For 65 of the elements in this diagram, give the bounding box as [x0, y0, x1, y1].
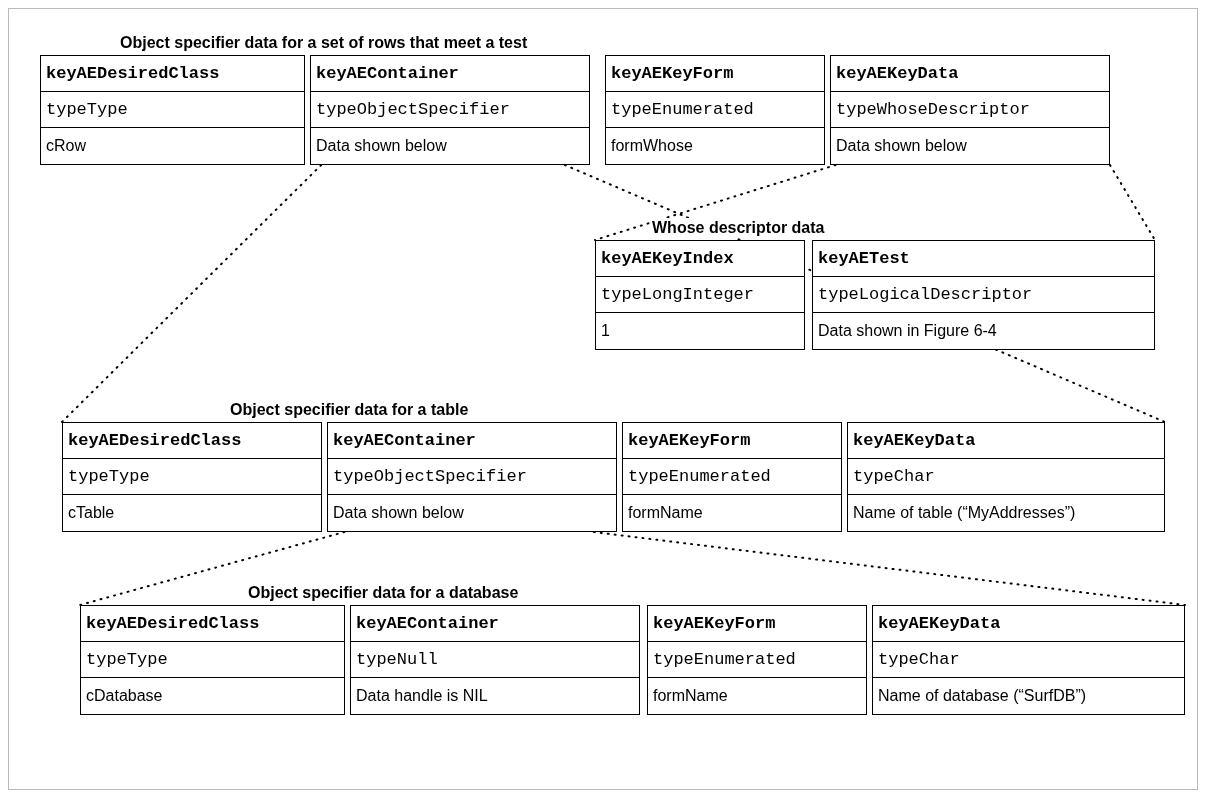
type-cell: typeType	[63, 459, 321, 495]
data-cell-text: Name of table (“MyAddresses”)	[852, 503, 1077, 523]
data-cell-text: formName	[652, 686, 729, 706]
data-cell-text: formWhose	[610, 136, 694, 156]
data-cell-text: Data handle is NIL	[355, 686, 489, 706]
type-cell: typeChar	[848, 459, 1164, 495]
type-cell: typeEnumerated	[648, 642, 866, 678]
type-cell: typeObjectSpecifier	[311, 92, 589, 128]
data-cell-text: cDatabase	[85, 686, 164, 706]
table-column	[647, 605, 867, 715]
key-cell: keyAEKeyForm	[623, 423, 841, 459]
table-column	[847, 422, 1165, 532]
type-cell: typeType	[81, 642, 344, 678]
data-cell-text: Data shown below	[332, 503, 465, 523]
key-cell: keyAEKeyData	[831, 56, 1109, 92]
table-column	[595, 240, 805, 350]
key-cell: keyAEKeyData	[848, 423, 1164, 459]
type-cell: typeLongInteger	[596, 277, 804, 313]
data-cell-text: cRow	[45, 136, 87, 156]
table-heading: Object specifier data for a database	[246, 583, 521, 603]
data-cell-text: 1	[600, 321, 611, 341]
table-column	[830, 55, 1110, 165]
key-cell: keyAEKeyForm	[606, 56, 824, 92]
key-cell: keyAEContainer	[328, 423, 616, 459]
key-cell: keyAEKeyData	[873, 606, 1184, 642]
table-column	[327, 422, 617, 532]
key-cell: keyAETest	[813, 241, 1154, 277]
table-heading: Object specifier data for a set of rows that meet a test	[118, 33, 530, 53]
key-cell: keyAEDesiredClass	[41, 56, 304, 92]
type-cell: typeType	[41, 92, 304, 128]
table-column	[872, 605, 1185, 715]
type-cell: typeLogicalDescriptor	[813, 277, 1154, 313]
dotted-leader-line	[592, 531, 1186, 606]
table-column	[350, 605, 640, 715]
type-cell: typeObjectSpecifier	[328, 459, 616, 495]
table-column	[605, 55, 825, 165]
dotted-leader-line	[61, 164, 323, 423]
table-column	[40, 55, 305, 165]
table-heading: Whose descriptor data	[650, 218, 827, 238]
table-column	[62, 422, 322, 532]
data-cell-text: Data shown below	[315, 136, 448, 156]
dotted-leader-line	[79, 531, 346, 606]
table-column	[80, 605, 345, 715]
key-cell: keyAEContainer	[311, 56, 589, 92]
type-cell: typeChar	[873, 642, 1184, 678]
data-cell-text: Data shown in Figure 6-4	[817, 321, 998, 341]
key-cell: keyAEContainer	[351, 606, 639, 642]
key-cell: keyAEDesiredClass	[63, 423, 321, 459]
table-column	[310, 55, 590, 165]
dotted-leader-line	[594, 164, 837, 241]
data-cell-text: Data shown below	[835, 136, 968, 156]
type-cell: typeNull	[351, 642, 639, 678]
type-cell: typeEnumerated	[606, 92, 824, 128]
key-cell: keyAEDesiredClass	[81, 606, 344, 642]
data-cell-text: cTable	[67, 503, 116, 523]
type-cell: typeWhoseDescriptor	[831, 92, 1109, 128]
data-cell-text: Name of database (“SurfDB”)	[877, 686, 1088, 706]
table-column	[812, 240, 1155, 350]
dotted-leader-line	[1109, 164, 1156, 241]
key-cell: keyAEKeyForm	[648, 606, 866, 642]
key-cell: keyAEKeyIndex	[596, 241, 804, 277]
table-column	[622, 422, 842, 532]
table-heading: Object specifier data for a table	[228, 400, 471, 420]
data-cell-text: formName	[627, 503, 704, 523]
type-cell: typeEnumerated	[623, 459, 841, 495]
